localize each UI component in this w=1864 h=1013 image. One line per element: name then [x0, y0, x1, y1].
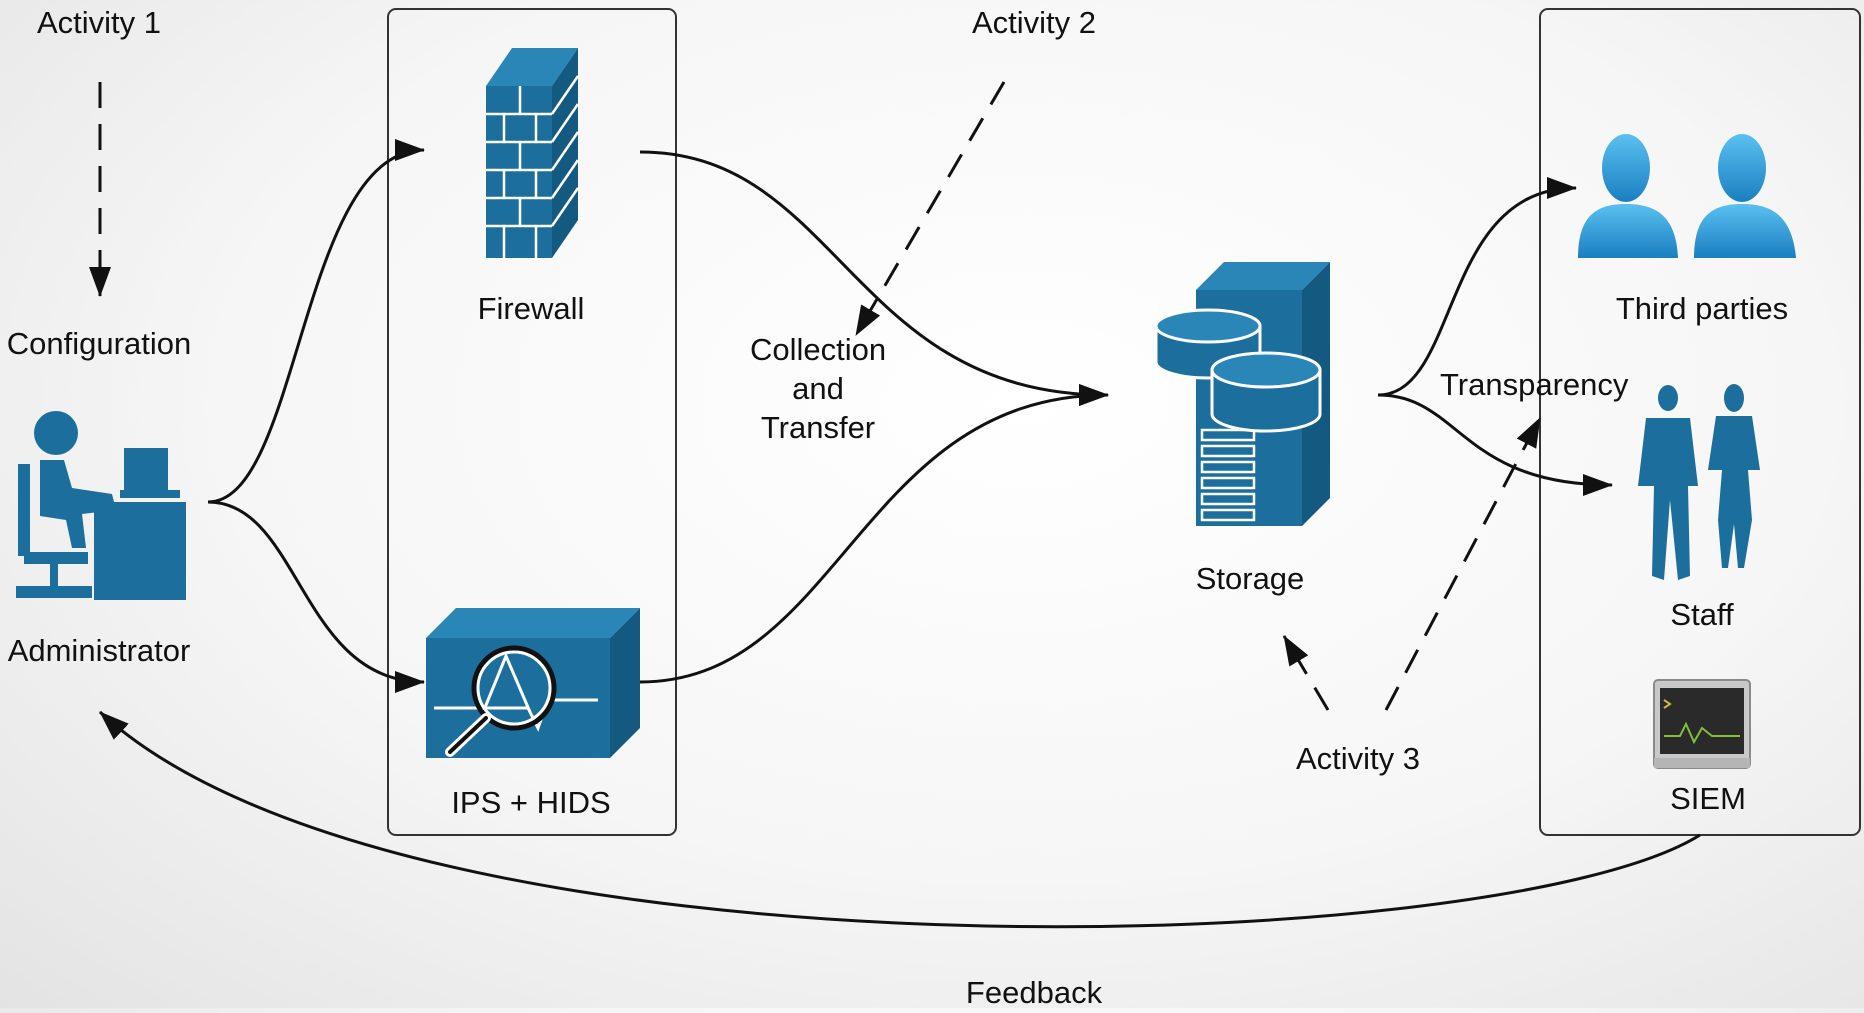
third-parties-label: Third parties [1615, 291, 1789, 326]
edge-feedback [98, 710, 1701, 929]
collection-line-3: Transfer [760, 409, 876, 445]
collection-line-1: Collection [749, 332, 887, 367]
siem-label: SIEM [1670, 781, 1746, 816]
activity-1-label: Activity 1 [36, 5, 162, 40]
configuration-label: Configuration [6, 326, 192, 361]
activity-2-dashed-arrow [854, 81, 1006, 336]
firewall-icon [486, 48, 580, 258]
activity-2-label: Activity 2 [971, 5, 1097, 40]
edge-firewall-to-storage [639, 150, 1109, 406]
edge-admin-to-ips [207, 500, 425, 693]
third-parties-icon [1578, 134, 1796, 258]
staff-label: Staff [1670, 597, 1734, 632]
staff-icon [1638, 384, 1760, 580]
storage-label: Storage [1195, 561, 1305, 596]
feedback-label: Feedback [965, 975, 1103, 1010]
storage-server-icon [1154, 262, 1330, 526]
administrator-label: Administrator [7, 633, 191, 668]
ips-hids-icon [426, 608, 640, 758]
ips-hids-label: IPS + HIDS [451, 785, 611, 820]
transparency-label: Transparency [1440, 367, 1629, 402]
administrator-icon [16, 411, 186, 600]
firewall-label: Firewall [477, 291, 585, 326]
source-group-box [387, 8, 677, 836]
activity-3-dashed-arrow-right [1384, 417, 1542, 711]
edge-admin-to-firewall [207, 139, 425, 504]
edge-storage-to-staff [1377, 393, 1613, 496]
edge-storage-to-third-parties [1377, 177, 1577, 397]
collection-line-2: and [792, 370, 844, 406]
activity-3-dashed-arrow-left [1282, 635, 1330, 711]
activity-3-label: Activity 3 [1295, 741, 1421, 776]
collection-and-transfer-label: Collection and Transfer [718, 331, 918, 447]
siem-monitor-icon [1653, 679, 1751, 769]
edge-ips-to-storage [639, 384, 1109, 684]
